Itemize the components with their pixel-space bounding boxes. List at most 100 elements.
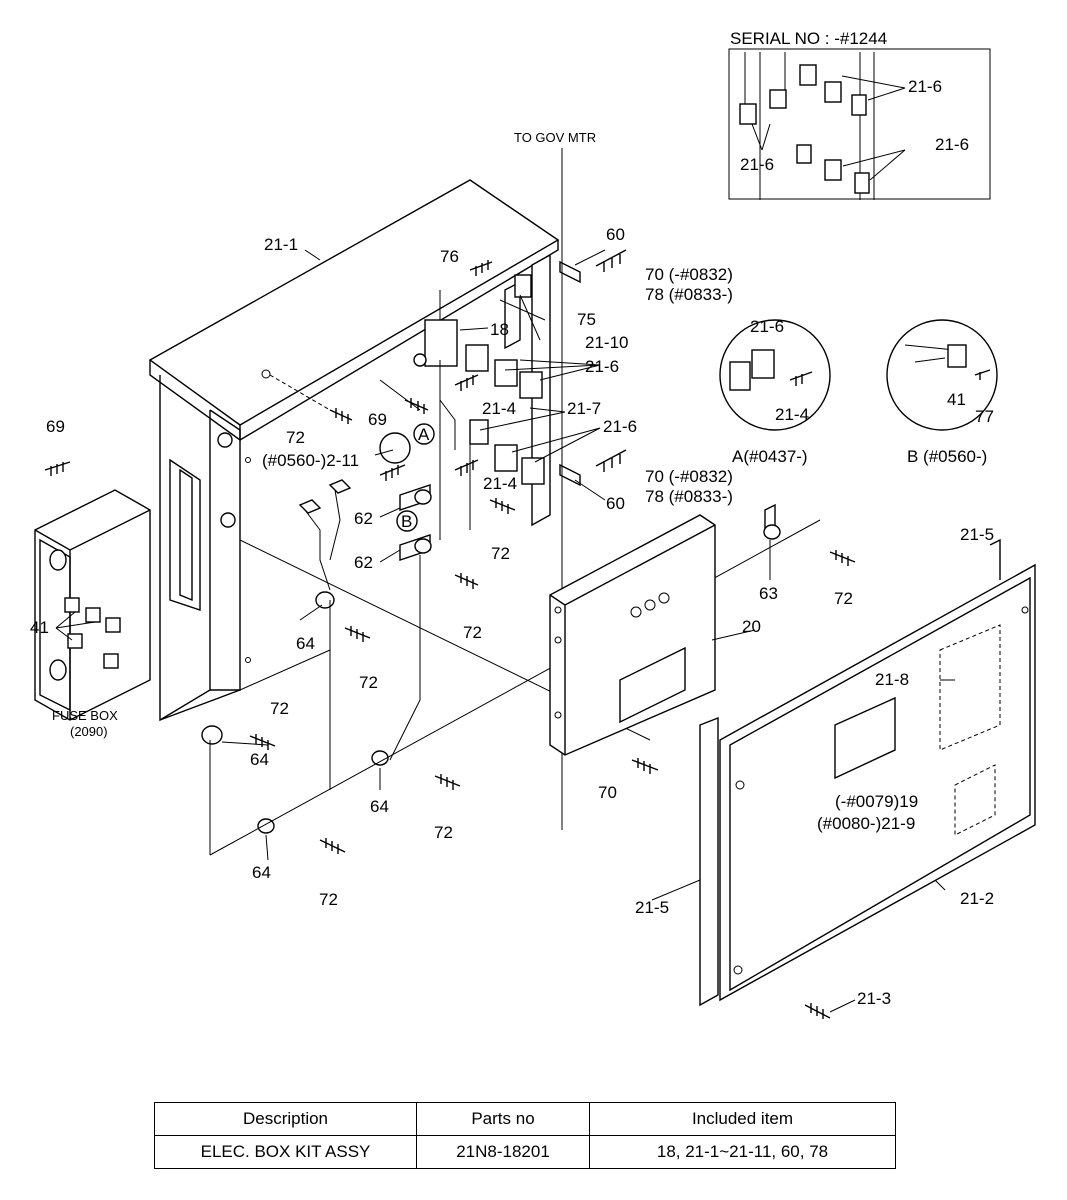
bolt-72-e	[829, 550, 856, 566]
box-front-flange	[209, 409, 241, 691]
controller-edges	[549, 524, 716, 755]
label-21-10: 21-10	[585, 333, 628, 352]
clamp-62-a	[414, 489, 432, 505]
fuse-box-knob-top	[49, 549, 67, 571]
controller-led-2	[644, 599, 656, 611]
inset-relay-3	[851, 94, 867, 116]
label-69-mid: 69	[368, 410, 387, 429]
to-gov-mtr-label: TO GOV MTR	[514, 130, 596, 145]
fuse-box	[34, 489, 151, 721]
label-2-11: (#0560-)2-11	[262, 451, 359, 470]
component-2-11	[379, 432, 411, 464]
exploded-parts-diagram: SERIAL NO : -#1244 21-6 21-6 21-6 TO GOV…	[30, 29, 1036, 1019]
label-62-a: 62	[354, 509, 373, 528]
detail-a-label-21-6: 21-6	[750, 317, 784, 336]
box-bottom-edge	[159, 689, 241, 721]
cover-window-center	[834, 696, 896, 780]
lid-hole	[261, 369, 271, 379]
cover-panel-inner	[729, 576, 1031, 992]
label-21-9: (#0080-)21-9	[817, 814, 915, 833]
label-72-d: 72	[359, 673, 378, 692]
label-78-mid: 78 (#0833-)	[645, 487, 733, 506]
controller-unit	[549, 514, 716, 756]
relay-21-6-b	[494, 359, 518, 387]
bolt-72-b	[489, 498, 516, 514]
detail-b-circle	[886, 319, 998, 431]
box-left-wall	[159, 375, 211, 722]
bolt-69-left	[44, 461, 71, 476]
bolt-70-mid	[595, 449, 627, 472]
label-70-mid: 70 (-#0832)	[645, 467, 733, 486]
clamp-64-a	[315, 591, 335, 609]
cover-panel-face	[719, 563, 1036, 1002]
label-21-4-b: 21-4	[483, 474, 517, 493]
detail-b-label-41: 41	[947, 390, 966, 409]
component-18	[424, 319, 458, 367]
cell-parts-no: 21N8-18201	[416, 1135, 590, 1169]
label-19: (-#0079)19	[835, 792, 918, 811]
box-grommet-1	[217, 432, 233, 448]
cover-panel-tab	[989, 538, 1001, 580]
bolt-70-bot	[631, 758, 659, 774]
label-70-top: 70 (-#0832)	[645, 265, 733, 284]
controller-hole-1	[554, 606, 562, 614]
cover-panel	[719, 538, 1036, 1002]
label-72-g: 72	[434, 823, 453, 842]
relay-21-6-d	[494, 444, 518, 472]
label-78-top: 78 (#0833-)	[645, 285, 733, 304]
box-grommet-2	[220, 512, 236, 528]
inset-relay-2	[824, 81, 842, 103]
inset-label-21-6-c: 21-6	[935, 135, 969, 154]
gasket-21-5	[699, 716, 719, 1007]
detail-a-bolt	[789, 371, 813, 386]
cover-window-21-8	[939, 624, 1001, 751]
detail-a-caption: A(#0437-)	[732, 447, 808, 466]
connector-plugs	[298, 479, 352, 514]
controller-body	[549, 514, 716, 756]
bolt-21-4-a	[454, 374, 479, 391]
detail-a: 21-6 21-4	[719, 317, 831, 431]
relay-21-6-e	[521, 457, 545, 485]
detail-a-label-21-4: 21-4	[775, 405, 809, 424]
marker-a-letter: A	[418, 425, 430, 444]
inset-relay-8	[854, 172, 870, 194]
controller-display	[619, 646, 686, 724]
controller-led-1	[630, 606, 642, 618]
internal-wiring	[379, 360, 456, 450]
bolt-72-h	[319, 838, 346, 854]
bolt-72-a	[329, 408, 353, 424]
harness-lines	[209, 519, 821, 856]
label-21-1: 21-1	[264, 235, 298, 254]
detail-b-fuse	[947, 344, 967, 368]
label-72-a: 72	[286, 428, 305, 447]
cover-window-19	[954, 764, 996, 836]
label-70-bot: 70	[598, 783, 617, 802]
label-21-3: 21-3	[857, 989, 891, 1008]
clamps	[201, 484, 781, 834]
marker-a-circle	[413, 423, 435, 445]
cover-hole-3	[1021, 606, 1029, 614]
label-20: 20	[742, 617, 761, 636]
fuse-41-d	[67, 633, 83, 649]
bolt-69-mid	[404, 398, 429, 414]
cover-hole-1	[735, 780, 745, 790]
bracket-60-mid	[559, 463, 581, 487]
label-21-7: 21-7	[567, 399, 601, 418]
label-63: 63	[759, 584, 778, 603]
clamp-62-b	[414, 538, 432, 554]
label-21-6-b: 21-6	[603, 417, 637, 436]
parts-table-header-row: Description Parts no Included item	[154, 1102, 896, 1136]
detail-a-relay-2	[751, 349, 775, 379]
label-21-5-bot: 21-5	[635, 898, 669, 917]
inset-relay-1	[799, 64, 817, 86]
inset-label-21-6-a: 21-6	[908, 77, 942, 96]
relay-21-7	[469, 419, 489, 445]
marker-b-letter: B	[401, 512, 412, 531]
detail-b-wires	[904, 344, 956, 363]
hole-grommet	[413, 353, 427, 367]
cell-included-item: 18, 21-1~21-11, 60, 78	[589, 1135, 896, 1169]
label-60-top: 60	[606, 225, 625, 244]
label-60-mid: 60	[606, 494, 625, 513]
controller-hole-2	[554, 636, 562, 644]
box-hole-1	[245, 457, 251, 463]
